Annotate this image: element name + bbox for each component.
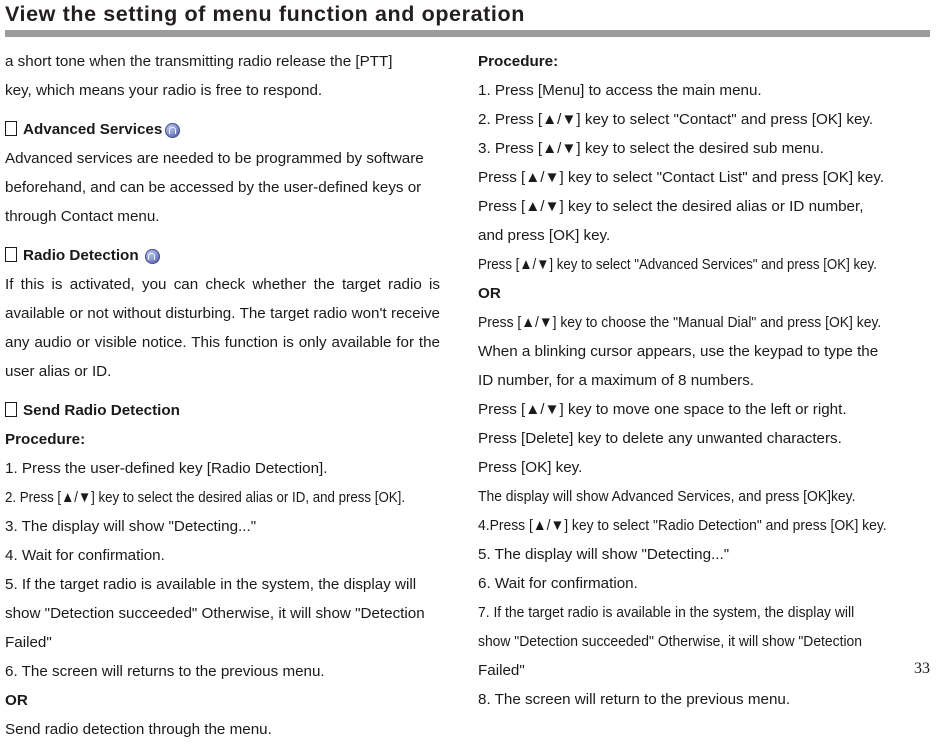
left-column: a short tone when the transmitting radio… [5, 47, 440, 744]
radio-detection-body: If this is activated, you can check whet… [5, 276, 440, 380]
procedure-step: Failed" [5, 634, 52, 651]
procedure-step: 3. Press [▲/▼] key to select the desired… [478, 140, 824, 157]
procedure-step: Failed" [478, 662, 525, 679]
intro-line-2: key, which means your radio is free to r… [5, 82, 323, 99]
procedure-step: 2. Press [▲/▼] key to select "Contact" a… [478, 111, 874, 128]
procedure-step: Press [Delete] key to delete any unwante… [478, 430, 842, 447]
page-number: 33 [914, 660, 930, 677]
procedure-step: show "Detection succeeded" Otherwise, it… [5, 605, 425, 622]
procedure-step: Press [▲/▼] key to choose the "Manual Di… [478, 308, 935, 337]
procedure-step: and press [OK] key. [478, 227, 611, 244]
procedure-step-text: Press [▲/▼] key to choose the "Manual Di… [478, 314, 882, 331]
section-heading-label: Advanced Services [23, 121, 163, 138]
page-header: View the setting of menu function and op… [5, 0, 935, 28]
page-title: View the setting of menu function and op… [5, 2, 525, 26]
procedure-step: 4. Wait for confirmation. [5, 547, 165, 564]
procedure-label: Procedure: [478, 53, 559, 70]
procedure-step: When a blinking cursor appears, use the … [478, 343, 879, 360]
procedure-label: Procedure: [5, 431, 86, 448]
procedure-step: The display will show Advanced Services,… [478, 482, 935, 511]
procedure-step: Press [▲/▼] key to select the desired al… [478, 198, 864, 215]
procedure-step: ID number, for a maximum of 8 numbers. [478, 372, 755, 389]
procedure-step-text: show "Detection succeeded" Otherwise, it… [478, 633, 863, 650]
square-bullet-icon [5, 247, 17, 262]
advanced-services-body: Advanced services are needed to be progr… [5, 150, 424, 225]
section-heading-label: Radio Detection [23, 247, 139, 264]
procedure-step: 5. The display will show "Detecting..." [478, 546, 730, 563]
procedure-step: 1. Press [Menu] to access the main menu. [478, 82, 762, 99]
or-label: OR [5, 692, 28, 709]
section-heading-advanced-services: Advanced Services [5, 115, 440, 144]
blue-circle-badge-icon [165, 123, 181, 138]
procedure-step: 5. If the target radio is available in t… [5, 576, 417, 593]
right-column: Procedure: 1. Press [Menu] to access the… [478, 47, 935, 714]
procedure-step: 8. The screen will return to the previou… [478, 691, 791, 708]
procedure-step: Press [OK] key. [478, 459, 583, 476]
square-bullet-icon [5, 402, 17, 417]
section-heading-radio-detection: Radio Detection [5, 241, 440, 270]
procedure-step-text: 2. Press [▲/▼] key to select the desired… [5, 489, 406, 506]
square-bullet-icon [5, 121, 17, 136]
procedure-step: Press [▲/▼] key to move one space to the… [478, 401, 847, 418]
spacer [5, 105, 440, 115]
procedure-step: 7. If the target radio is available in t… [478, 598, 935, 627]
procedure-step-text: 4.Press [▲/▼] key to select "Radio Detec… [478, 517, 887, 534]
spacer [5, 231, 440, 241]
spacer [5, 386, 440, 396]
procedure-step-text: 7. If the target radio is available in t… [478, 604, 855, 621]
header-divider-rule [5, 30, 930, 37]
procedure-step: 2. Press [▲/▼] key to select the desired… [5, 483, 440, 512]
closing-line: Send radio detection through the menu. [5, 721, 272, 738]
or-label: OR [478, 285, 501, 302]
procedure-step: 3. The display will show "Detecting..." [5, 518, 257, 535]
blue-circle-badge-icon [144, 249, 160, 264]
procedure-step: 1. Press the user-defined key [Radio Det… [5, 460, 328, 477]
section-heading-label: Send Radio Detection [23, 402, 180, 419]
procedure-step: Press [▲/▼] key to select "Contact List"… [478, 169, 885, 186]
procedure-step-text: The display will show Advanced Services,… [478, 488, 856, 505]
procedure-step: 4.Press [▲/▼] key to select "Radio Detec… [478, 511, 935, 540]
intro-line-1: a short tone when the transmitting radio… [5, 53, 393, 70]
procedure-step: 6. The screen will returns to the previo… [5, 663, 325, 680]
section-heading-send-radio-detection: Send Radio Detection [5, 396, 440, 425]
procedure-step-text: Press [▲/▼] key to select "Advanced Serv… [478, 256, 877, 273]
procedure-step: 6. Wait for confirmation. [478, 575, 638, 592]
procedure-step: Press [▲/▼] key to select "Advanced Serv… [478, 250, 935, 279]
procedure-step: show "Detection succeeded" Otherwise, it… [478, 627, 935, 656]
